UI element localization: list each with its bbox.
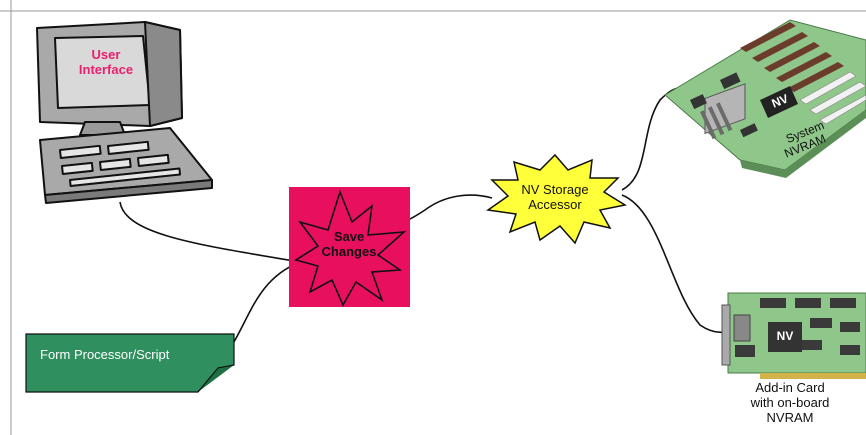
form-processor-doc (25, 333, 235, 393)
connector-lines (119, 87, 726, 356)
nv-storage-label: NV Storage Accessor (505, 182, 605, 212)
nv-storage-burst (486, 153, 628, 245)
save-changes-line1: Save (333, 229, 365, 244)
save-changes-box (289, 187, 410, 307)
form-processor-fold (197, 364, 235, 393)
user-interface-label: User Interface (66, 47, 146, 77)
save-changes-burst (294, 189, 407, 307)
connector-nv-to-system (621, 87, 681, 191)
system-motherboard-image (664, 19, 866, 178)
addin-card-line1: Add-in Card (755, 380, 825, 395)
system-nv-chip (760, 86, 798, 118)
save-changes-label: Save Changes (304, 229, 394, 259)
form-processor-label: Form Processor/Script (40, 347, 170, 362)
card-nv-chip (768, 322, 802, 352)
user-interface-line2: Interface (78, 62, 134, 77)
system-nvram-label: System NVRAM (770, 118, 840, 161)
computer-icon (36, 21, 213, 204)
save-changes-line2: Changes (321, 244, 377, 259)
connector-form-to-save (225, 261, 301, 356)
nv-storage-line1: NV Storage (521, 182, 589, 197)
addin-card-label: Add-in Card with on-board NVRAM (730, 380, 850, 425)
addin-card-line2: with on-board (750, 395, 830, 410)
card-nv-chip-label: NV (776, 329, 794, 343)
nv-storage-line2: Accessor (528, 197, 582, 212)
connector-computer-to-save (119, 201, 301, 263)
addin-card-line3: NVRAM (766, 410, 814, 425)
connector-nv-to-card (621, 194, 726, 334)
addin-card-image (721, 292, 866, 379)
user-interface-line1: User (91, 47, 121, 62)
